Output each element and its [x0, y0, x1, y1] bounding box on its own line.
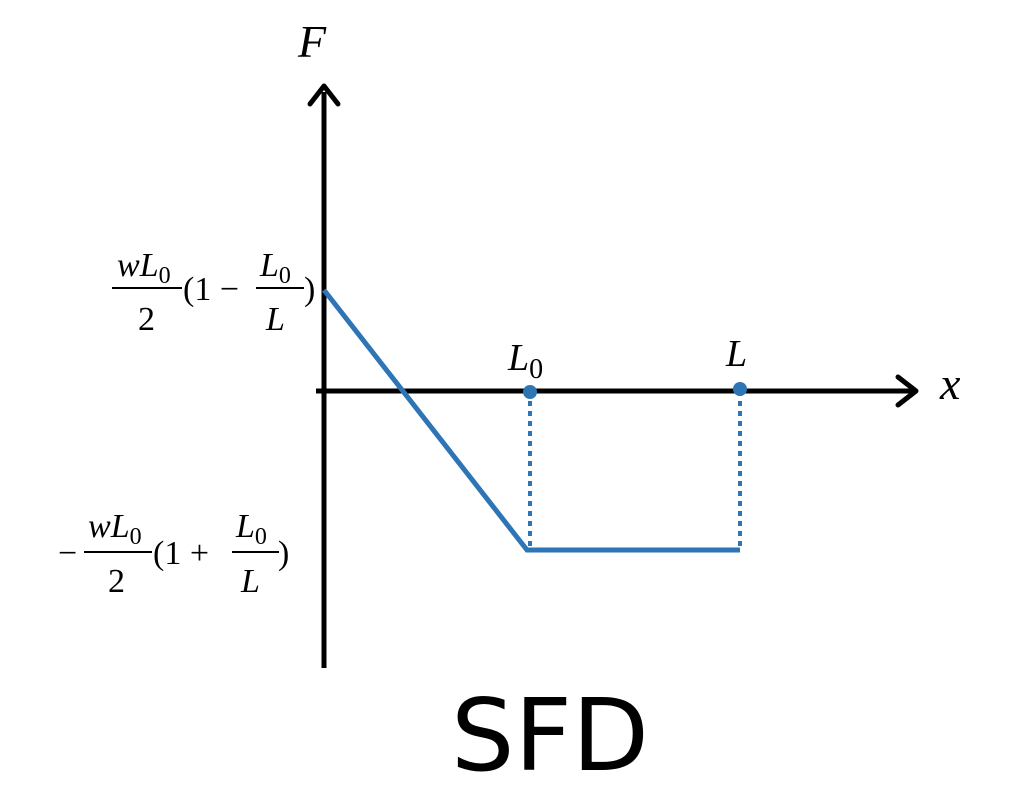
y-axis-arrowhead — [307, 83, 341, 107]
svg-text:L: L — [240, 563, 260, 600]
l-label: L — [725, 333, 747, 375]
svg-text:L0: L0 — [259, 247, 291, 289]
l0-point — [523, 385, 537, 399]
y-axis-label: F — [297, 16, 327, 67]
svg-text:(1 −: (1 − — [183, 271, 239, 308]
svg-text:(1 +: (1 + — [153, 535, 209, 572]
svg-text:): ) — [278, 535, 289, 572]
x-axis-label: x — [939, 358, 961, 409]
svg-text:L0: L0 — [235, 508, 267, 550]
svg-text:−: − — [58, 535, 77, 572]
svg-text:wL0: wL0 — [88, 508, 142, 550]
l0-label: L0 — [507, 337, 543, 385]
l-point — [733, 382, 747, 396]
svg-text:2: 2 — [108, 563, 125, 600]
svg-text:2: 2 — [138, 301, 155, 338]
x-axis-arrowhead — [895, 374, 919, 408]
svg-text:): ) — [304, 271, 315, 308]
diagram-title: SFD — [451, 677, 649, 794]
svg-text:wL0: wL0 — [117, 247, 171, 289]
top-value-label: wL0 2 (1 − L0 L ) — [112, 247, 315, 338]
bottom-value-label: − wL0 2 (1 + L0 L ) — [58, 508, 289, 600]
svg-text:L: L — [265, 301, 285, 338]
shear-force-curve — [322, 288, 740, 553]
